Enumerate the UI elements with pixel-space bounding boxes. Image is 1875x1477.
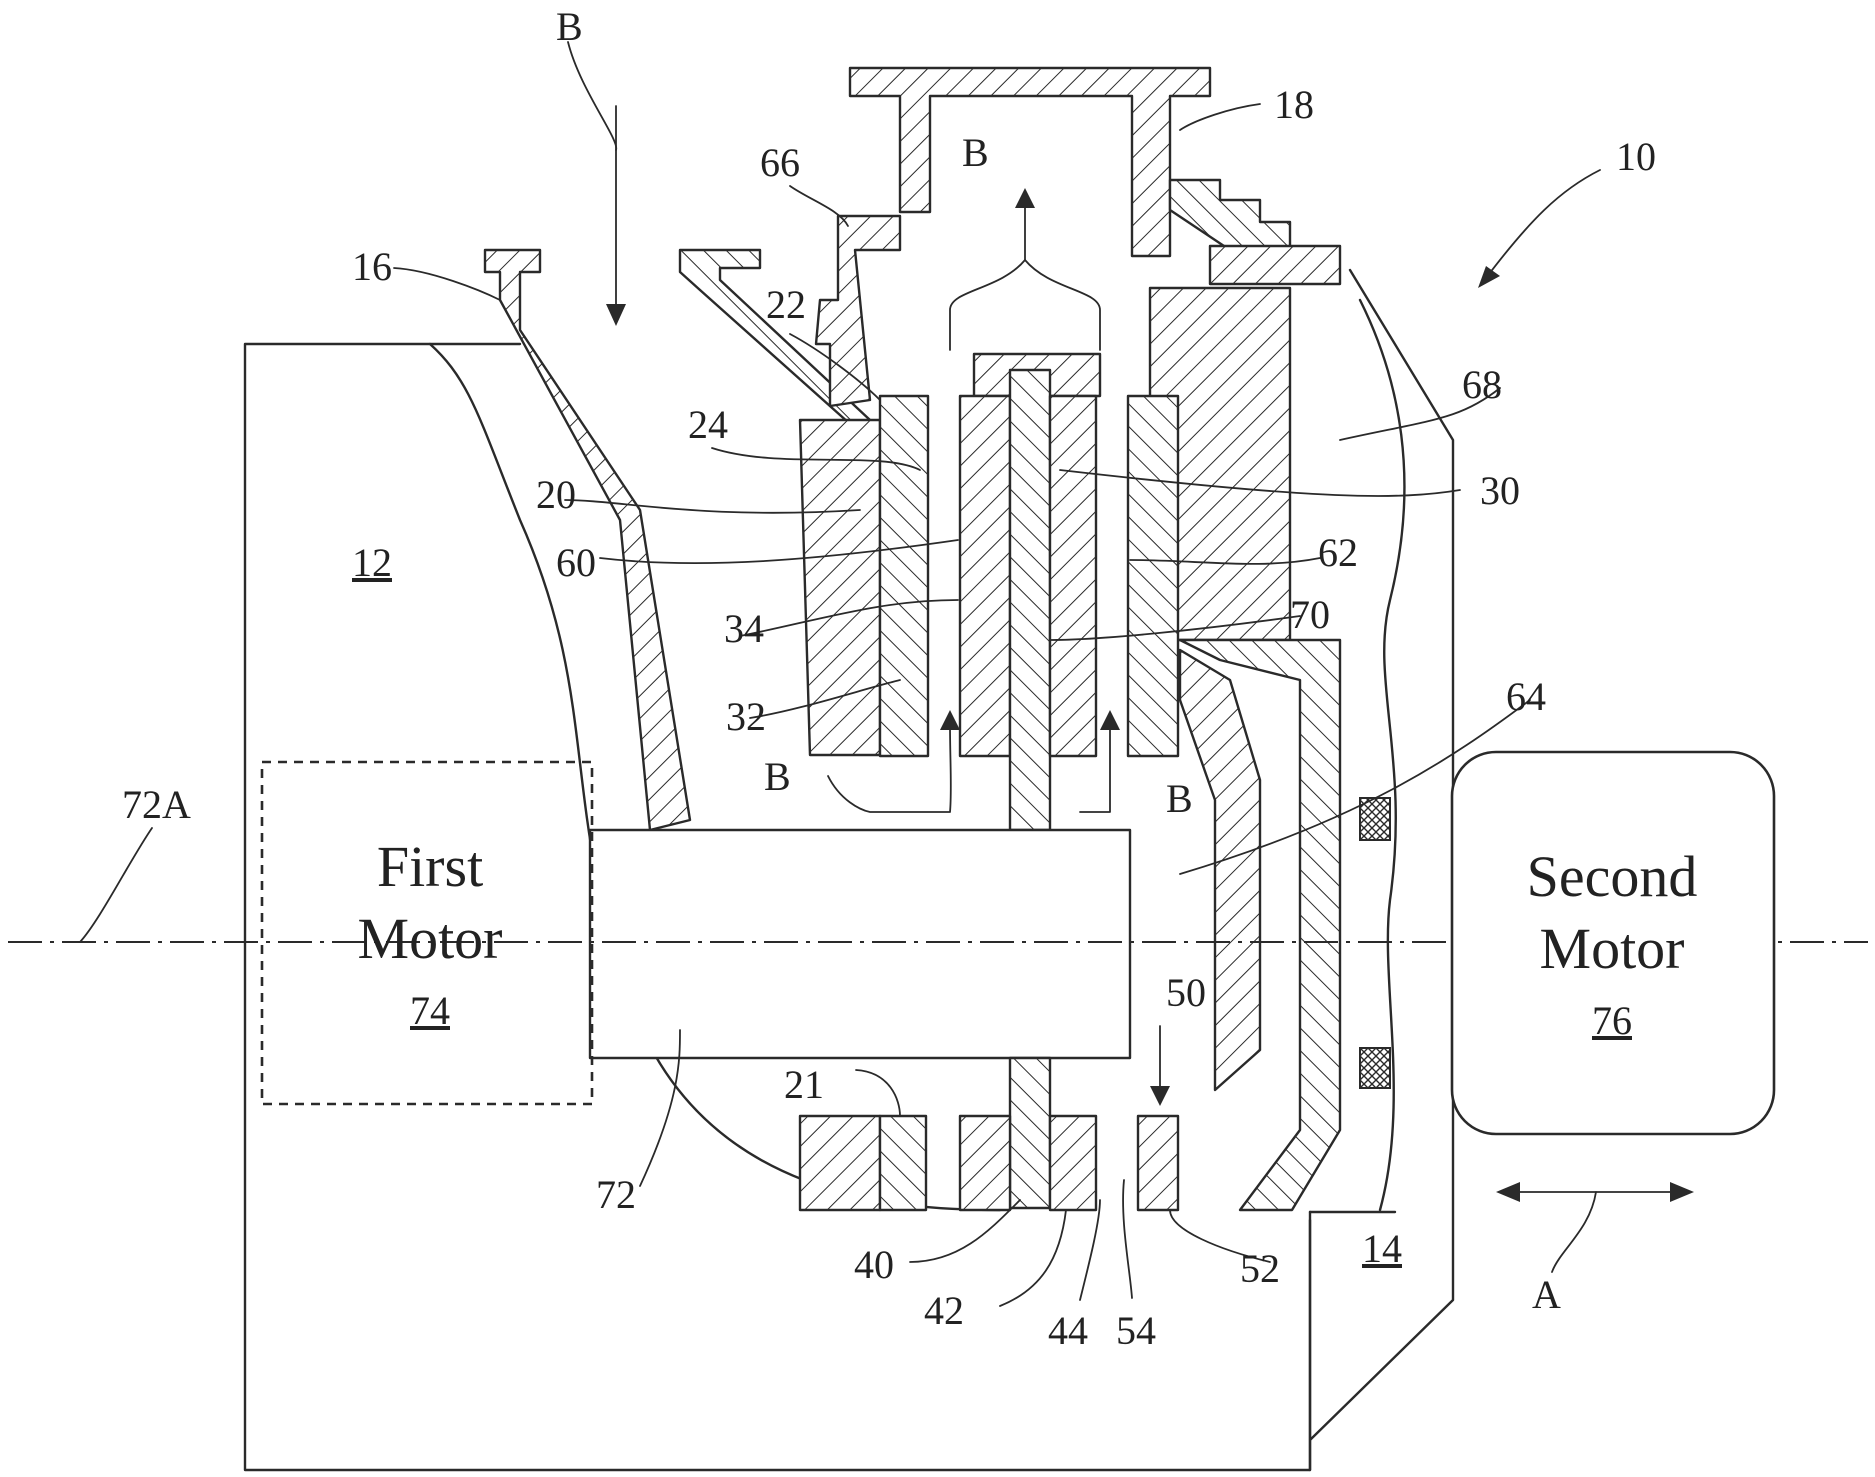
label-b-lower-right: B [1166, 776, 1193, 821]
label-34: 34 [724, 606, 764, 651]
arrow-a [1496, 1182, 1694, 1273]
arrow-10 [1478, 169, 1601, 288]
label-b-top-left: B [556, 4, 583, 49]
flow-arrows [567, 41, 1120, 813]
label-22: 22 [766, 282, 806, 327]
label-14: 14 [1362, 1226, 1402, 1271]
shaft-72 [588, 828, 1132, 1210]
second-motor-line1: Second [1527, 844, 1698, 909]
second-motor-ref: 76 [1592, 998, 1632, 1043]
first-motor-line2: Motor [358, 906, 503, 971]
label-21: 21 [784, 1062, 824, 1107]
first-motor-ref: 74 [410, 988, 450, 1033]
label-b-lower-left: B [764, 754, 791, 799]
leader-lines [79, 103, 1531, 1307]
label-12: 12 [352, 540, 392, 585]
cover-66 [814, 214, 902, 408]
inlet-fitting-16 [483, 248, 872, 832]
label-24: 24 [688, 402, 728, 447]
label-b-top-center: B [962, 130, 989, 175]
label-30: 30 [1480, 468, 1520, 513]
stator-20 [798, 394, 1180, 758]
label-42: 42 [924, 1288, 964, 1333]
second-motor-76: Second Motor 76 [1450, 750, 1776, 1136]
seal-assembly [798, 1114, 1180, 1212]
first-motor-line1: First [377, 834, 483, 899]
rotor-30 [958, 352, 1102, 832]
label-70: 70 [1290, 592, 1330, 637]
label-40: 40 [854, 1242, 894, 1287]
label-62: 62 [1318, 530, 1358, 575]
label-68: 68 [1462, 362, 1502, 407]
label-50: 50 [1166, 970, 1206, 1015]
label-60: 60 [556, 540, 596, 585]
label-64: 64 [1506, 674, 1546, 719]
label-16: 16 [352, 244, 392, 289]
label-44: 44 [1048, 1308, 1088, 1353]
label-72: 72 [596, 1172, 636, 1217]
body-68 [1148, 244, 1342, 1212]
label-54: 54 [1116, 1308, 1156, 1353]
label-66: 66 [760, 140, 800, 185]
reference-labels: B B B B 10 12 14 16 18 20 21 22 24 30 32… [122, 4, 1656, 1353]
first-motor-74: First Motor 74 [260, 760, 594, 1106]
wall-contours [1358, 298, 1406, 1212]
label-18: 18 [1274, 82, 1314, 127]
outlet-fitting-18 [848, 66, 1292, 258]
label-32: 32 [726, 694, 766, 739]
second-motor-line2: Motor [1540, 916, 1685, 981]
label-10: 10 [1616, 134, 1656, 179]
label-20: 20 [536, 472, 576, 517]
label-72a: 72A [122, 782, 191, 827]
label-52: 52 [1240, 1246, 1280, 1291]
label-a: A [1532, 1272, 1561, 1317]
